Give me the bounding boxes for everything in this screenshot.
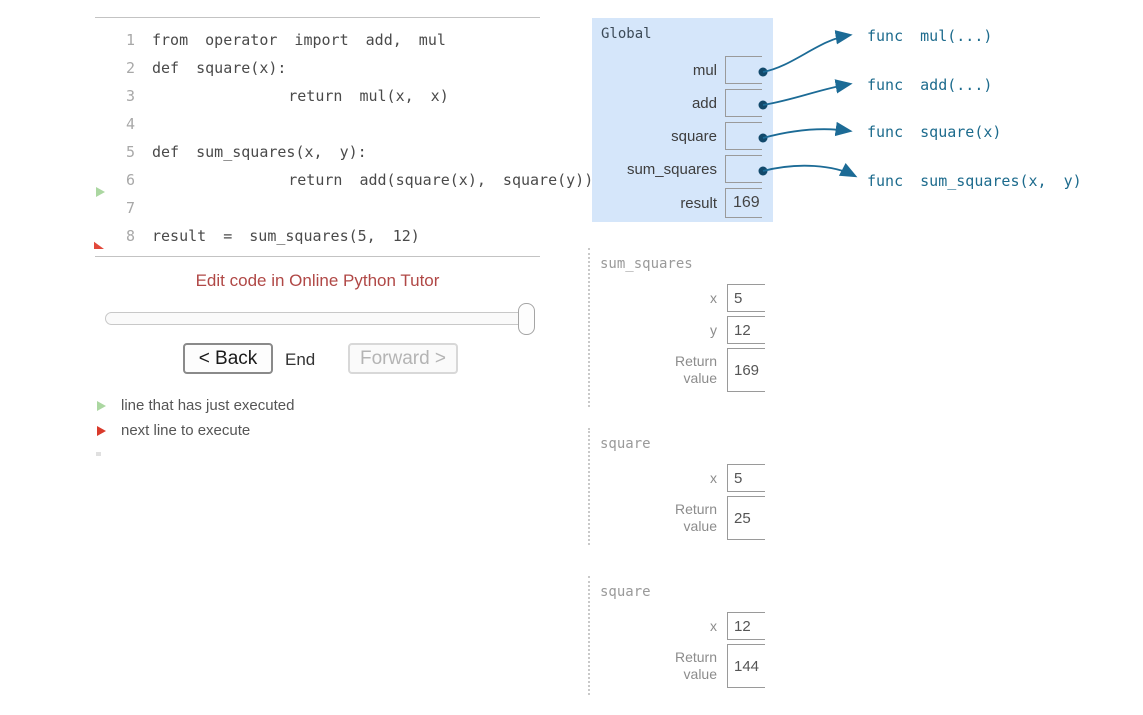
code-line: 6 return add(square(x), square(y)) [95,166,593,194]
line-number: 1 [125,31,135,49]
code-line: 7 [95,194,540,222]
var-value-cell: 5 [727,464,765,492]
var-value-cell: 169 [725,188,762,218]
global-frame-title: Global [601,26,652,42]
var-value-cell [725,155,762,183]
green-arrow-icon [97,400,106,411]
frame-var-row: x 5 [590,284,770,312]
code-text: from operator import add, mul [152,31,446,49]
arrow-mul [762,30,853,73]
var-name: result [680,194,717,212]
var-value-cell: 5 [727,284,765,312]
var-value-cell [725,56,762,84]
var-name: x [710,617,717,634]
global-var-row: result 169 [592,188,773,218]
stack-frame-sum-squares: sum_squares x 5 y 12 Return value 169 [588,248,770,407]
line-number: 4 [125,115,135,133]
frame-name: sum_squares [600,256,693,272]
frame-name: square [600,584,651,600]
stack-frame-square-1: square x 5 Return value 25 [588,428,770,545]
red-arrow-icon [97,425,106,436]
arrow-add [762,79,853,106]
var-name: Return value [674,353,717,386]
heap-func-square: func square(x) [867,123,1002,141]
var-name: mul [692,61,717,79]
line-number: 5 [125,143,135,161]
var-value-cell [725,122,762,150]
var-value-cell: 144 [727,644,765,688]
legend-text: next line to execute [121,422,251,439]
line-number: 2 [125,59,135,77]
global-var-row: add [592,89,773,117]
frame-name: square [600,436,651,452]
legend-next-line: next line to execute [97,422,250,439]
var-value-cell: 169 [727,348,765,392]
code-panel: 1 from operator import add, mul 2 def sq… [95,17,593,257]
global-var-row: mul [592,56,773,84]
frame-var-row: y 12 [590,316,770,344]
arrow-sum-squares [762,162,858,178]
stack-frame-square-2: square x 12 Return value 144 [588,576,770,695]
var-name: x [710,289,717,306]
code-text: result = sum_squares(5, 12) [152,227,420,245]
code-text: def square(x): [152,59,287,77]
back-button[interactable]: < Back [183,343,273,374]
var-name: add [691,94,717,112]
var-name: x [710,469,717,486]
line-number: 7 [125,199,135,217]
var-value-cell: 12 [727,316,765,344]
legend-text: line that has just executed [121,397,295,414]
var-name: square [671,127,717,145]
global-frame: Global mul add square sum_squares result… [592,18,773,222]
frame-var-row: x 12 [590,612,770,640]
frame-var-row: Return value 169 [590,348,770,392]
code-line: 1 from operator import add, mul [95,26,540,54]
forward-button[interactable]: Forward > [348,343,458,374]
frame-var-row: Return value 25 [590,496,770,540]
var-value-cell: 12 [727,612,765,640]
code-line: 2 def square(x): [95,54,540,82]
var-name: Return value [674,501,717,534]
execution-slider-track[interactable] [105,312,532,325]
line-number: 3 [125,87,135,105]
edit-code-link[interactable]: Edit code in Online Python Tutor [195,271,440,290]
arrow-sum-square [762,121,853,139]
global-var-row: sum_squares [592,155,773,183]
var-name: Return value [674,649,717,682]
code-line: 3 return mul(x, x) [95,82,540,110]
code-line: 4 [95,110,540,138]
line-number: 8 [125,227,135,245]
heap-func-add: func add(...) [867,76,993,94]
var-name: y [710,321,717,338]
line-number: 6 [125,171,135,189]
code-line: 5 def sum_squares(x, y): [95,138,540,166]
just-executed-arrow-icon [96,187,105,197]
legend-just-executed: line that has just executed [97,397,294,414]
global-var-row: square [592,122,773,150]
var-value-cell: 25 [727,496,765,540]
execution-slider-thumb[interactable] [518,303,535,335]
var-value-cell [725,89,762,117]
code-text: return mul(x, x) [152,87,449,105]
frame-var-row: x 5 [590,464,770,492]
step-status-label: End [285,350,316,369]
code-line: 8 result = sum_squares(5, 12) [95,222,540,250]
code-text: def sum_squares(x, y): [152,143,367,161]
frame-var-row: Return value 144 [590,644,770,688]
heap-func-mul: func mul(...) [867,27,993,45]
code-text: return add(square(x), square(y)) [152,171,594,189]
heap-func-sum-squares: func sum_squares(x, y) [867,172,1082,190]
render-artifact [96,452,101,456]
var-name: sum_squares [626,160,717,178]
